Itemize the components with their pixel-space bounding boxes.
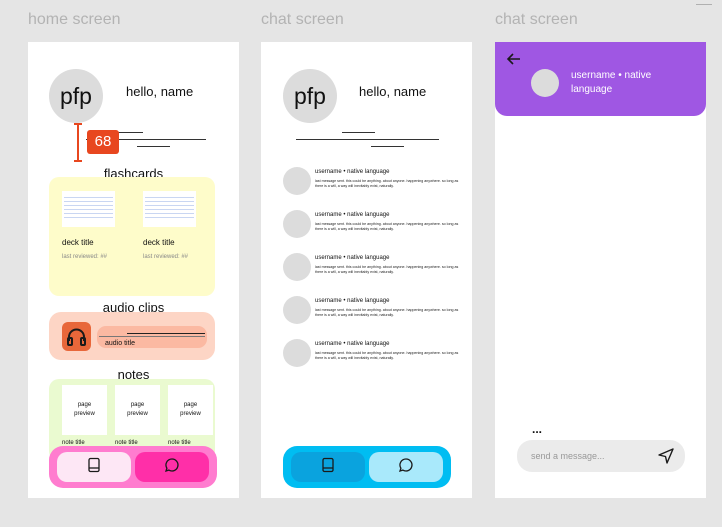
divider xyxy=(117,132,143,133)
note-preview: page preview xyxy=(180,402,201,417)
deck-meta: last reviewed: ## xyxy=(62,254,108,260)
send-icon[interactable] xyxy=(657,447,675,470)
chat-bubble-icon xyxy=(164,457,180,478)
note-title: note title xyxy=(115,440,138,446)
home-screen: pfp hello, name 68 flashcards deck title… xyxy=(28,42,239,498)
notes-title: notes xyxy=(117,367,150,382)
frame-label-chat: chat screen xyxy=(261,11,344,28)
frame-label-home: home screen xyxy=(28,11,121,28)
deck-preview[interactable] xyxy=(143,191,196,227)
frame-label-chat-detail: chat screen xyxy=(495,11,578,28)
message-input[interactable]: send a message... xyxy=(517,440,685,472)
bottom-nav xyxy=(283,446,451,488)
avatar[interactable]: pfp xyxy=(49,69,103,123)
typing-indicator: ... xyxy=(532,422,543,436)
measure-line xyxy=(77,123,79,161)
contact-avatar xyxy=(283,167,311,195)
avatar[interactable]: pfp xyxy=(283,69,337,123)
contact-name: username • native language xyxy=(315,341,390,347)
contact-avatar[interactable] xyxy=(531,69,559,97)
contact-last-message: last message sent. this could be anythin… xyxy=(315,179,459,188)
flashcards-section: deck title deck title last reviewed: ## … xyxy=(49,177,215,296)
measure-badge: 68 xyxy=(87,130,119,154)
contact-last-message: last message sent. this could be anythin… xyxy=(315,222,459,231)
nav-chat-button[interactable] xyxy=(369,452,443,482)
chat-header: username • native language xyxy=(495,42,706,116)
deck-title: deck title xyxy=(62,238,94,247)
contact-last-message: last message sent. this could be anythin… xyxy=(315,265,459,274)
audio-section: audio title xyxy=(49,312,215,360)
nav-flashcards-button[interactable] xyxy=(57,452,131,482)
message-placeholder: send a message... xyxy=(531,451,605,461)
divider xyxy=(137,146,170,147)
contact-avatar xyxy=(283,339,311,367)
contact-name: username • native language xyxy=(315,212,390,218)
book-icon xyxy=(320,457,336,478)
note-preview: page preview xyxy=(74,402,95,417)
divider xyxy=(371,146,404,147)
contact-last-message: last message sent. this could be anythin… xyxy=(315,351,459,360)
divider xyxy=(296,139,439,140)
note-card[interactable]: page preview xyxy=(62,385,107,435)
contact-avatar xyxy=(283,210,311,238)
contact-name: username • native language xyxy=(315,298,390,304)
audio-clip[interactable] xyxy=(97,326,207,348)
note-title: note title xyxy=(168,440,191,446)
chat-detail-screen: username • native language ... send a me… xyxy=(495,42,706,498)
book-icon xyxy=(86,457,102,478)
contact-avatar xyxy=(283,296,311,324)
audio-clip-title: audio title xyxy=(105,340,135,347)
deck-meta: last reviewed: ## xyxy=(143,254,189,260)
contact-name: username • native language xyxy=(571,70,652,95)
measure-cap xyxy=(74,160,82,162)
note-card[interactable]: page preview xyxy=(115,385,160,435)
greeting: hello, name xyxy=(359,84,427,99)
contact-avatar xyxy=(283,253,311,281)
nav-chat-button[interactable] xyxy=(135,452,209,482)
contact-last-message: last message sent. this could be anythin… xyxy=(315,308,459,317)
greeting: hello, name xyxy=(126,84,194,99)
note-card[interactable]: page preview xyxy=(168,385,213,435)
note-title: note title xyxy=(62,440,85,446)
chat-list-screen: pfp hello, name username • native langua… xyxy=(261,42,472,498)
note-preview: page preview xyxy=(127,402,148,417)
arrow-left-icon[interactable] xyxy=(505,50,523,73)
audio-progress xyxy=(127,333,205,334)
contact-name: username • native language xyxy=(315,169,390,175)
headphones-icon[interactable] xyxy=(62,322,91,351)
bottom-nav xyxy=(49,446,217,488)
deck-preview[interactable] xyxy=(62,191,115,227)
contact-name: username • native language xyxy=(315,255,390,261)
chat-bubble-icon xyxy=(398,457,414,478)
audio-title: audio clips xyxy=(102,300,165,315)
divider xyxy=(86,139,206,140)
divider xyxy=(342,132,375,133)
divider xyxy=(696,4,712,5)
audio-waveform xyxy=(99,336,205,337)
deck-title: deck title xyxy=(143,238,175,247)
nav-flashcards-button[interactable] xyxy=(291,452,365,482)
